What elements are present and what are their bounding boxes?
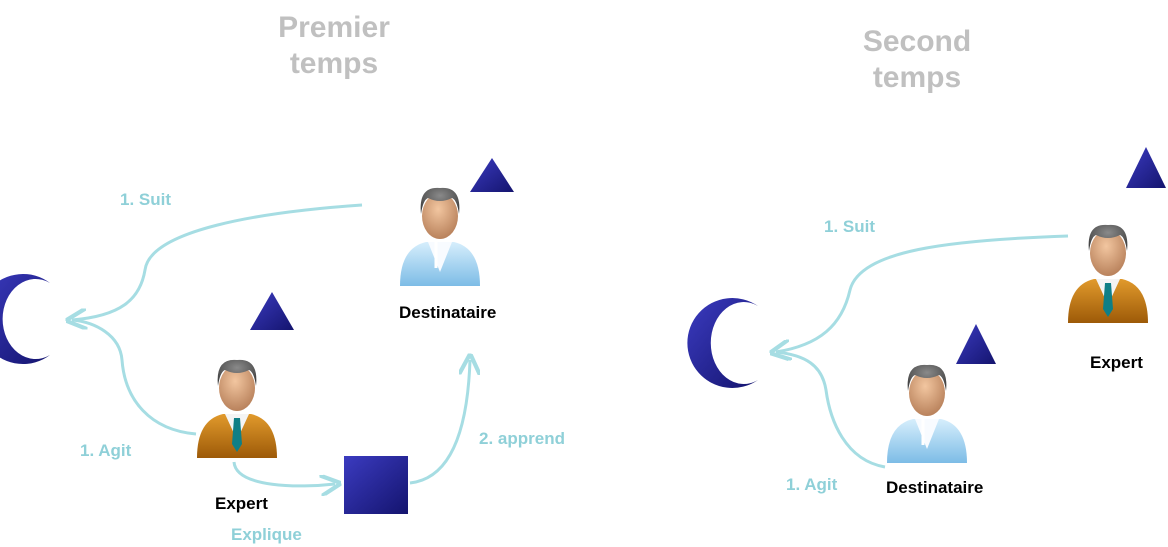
arrow-suit-2 (776, 234, 1069, 352)
label-apprend: 2. apprend (479, 429, 565, 448)
panel2-title-line1: Second (862, 25, 972, 58)
name-expert-1: Expert (215, 494, 268, 513)
label-suit-1: 1. Suit (120, 190, 172, 209)
arrow-suit-1 (72, 203, 363, 320)
label-agit-2: 1. Agit (786, 475, 838, 494)
name-destinataire-2: Destinataire (886, 478, 984, 497)
arrow-agit-1 (71, 318, 197, 436)
panel2-title-line2: temps (872, 61, 962, 94)
expert-person-1 (197, 359, 277, 458)
name-expert-2: Expert (1090, 353, 1143, 372)
crescent-shape-1 (0, 274, 50, 364)
arrow-agit-2 (775, 350, 886, 469)
panel1-title-line1: Premier (278, 11, 390, 44)
crescent-shape-2 (687, 298, 758, 388)
triangle-shape-expert-2 (1126, 147, 1166, 188)
destinataire-person-1 (398, 186, 482, 288)
panel1-title-line2: temps (289, 47, 379, 80)
panel1-title: Premier temps (214, 10, 454, 82)
arrow-explique (232, 461, 335, 486)
label-explique: Explique (231, 525, 302, 544)
name-destinataire-1: Destinataire (399, 303, 497, 322)
arrow-apprend (409, 360, 470, 485)
label-suit-2: 1. Suit (824, 217, 876, 236)
expert-person-2 (1068, 224, 1148, 323)
triangle-shape-expert-1 (250, 292, 294, 330)
panel2-title: Second temps (797, 24, 1037, 96)
triangle-shape-destinataire-1 (470, 158, 514, 192)
label-agit-1: 1. Agit (80, 441, 132, 460)
square-shape (344, 456, 408, 514)
destinataire-person-2 (885, 363, 969, 465)
triangle-shape-destinataire-2 (956, 324, 996, 364)
